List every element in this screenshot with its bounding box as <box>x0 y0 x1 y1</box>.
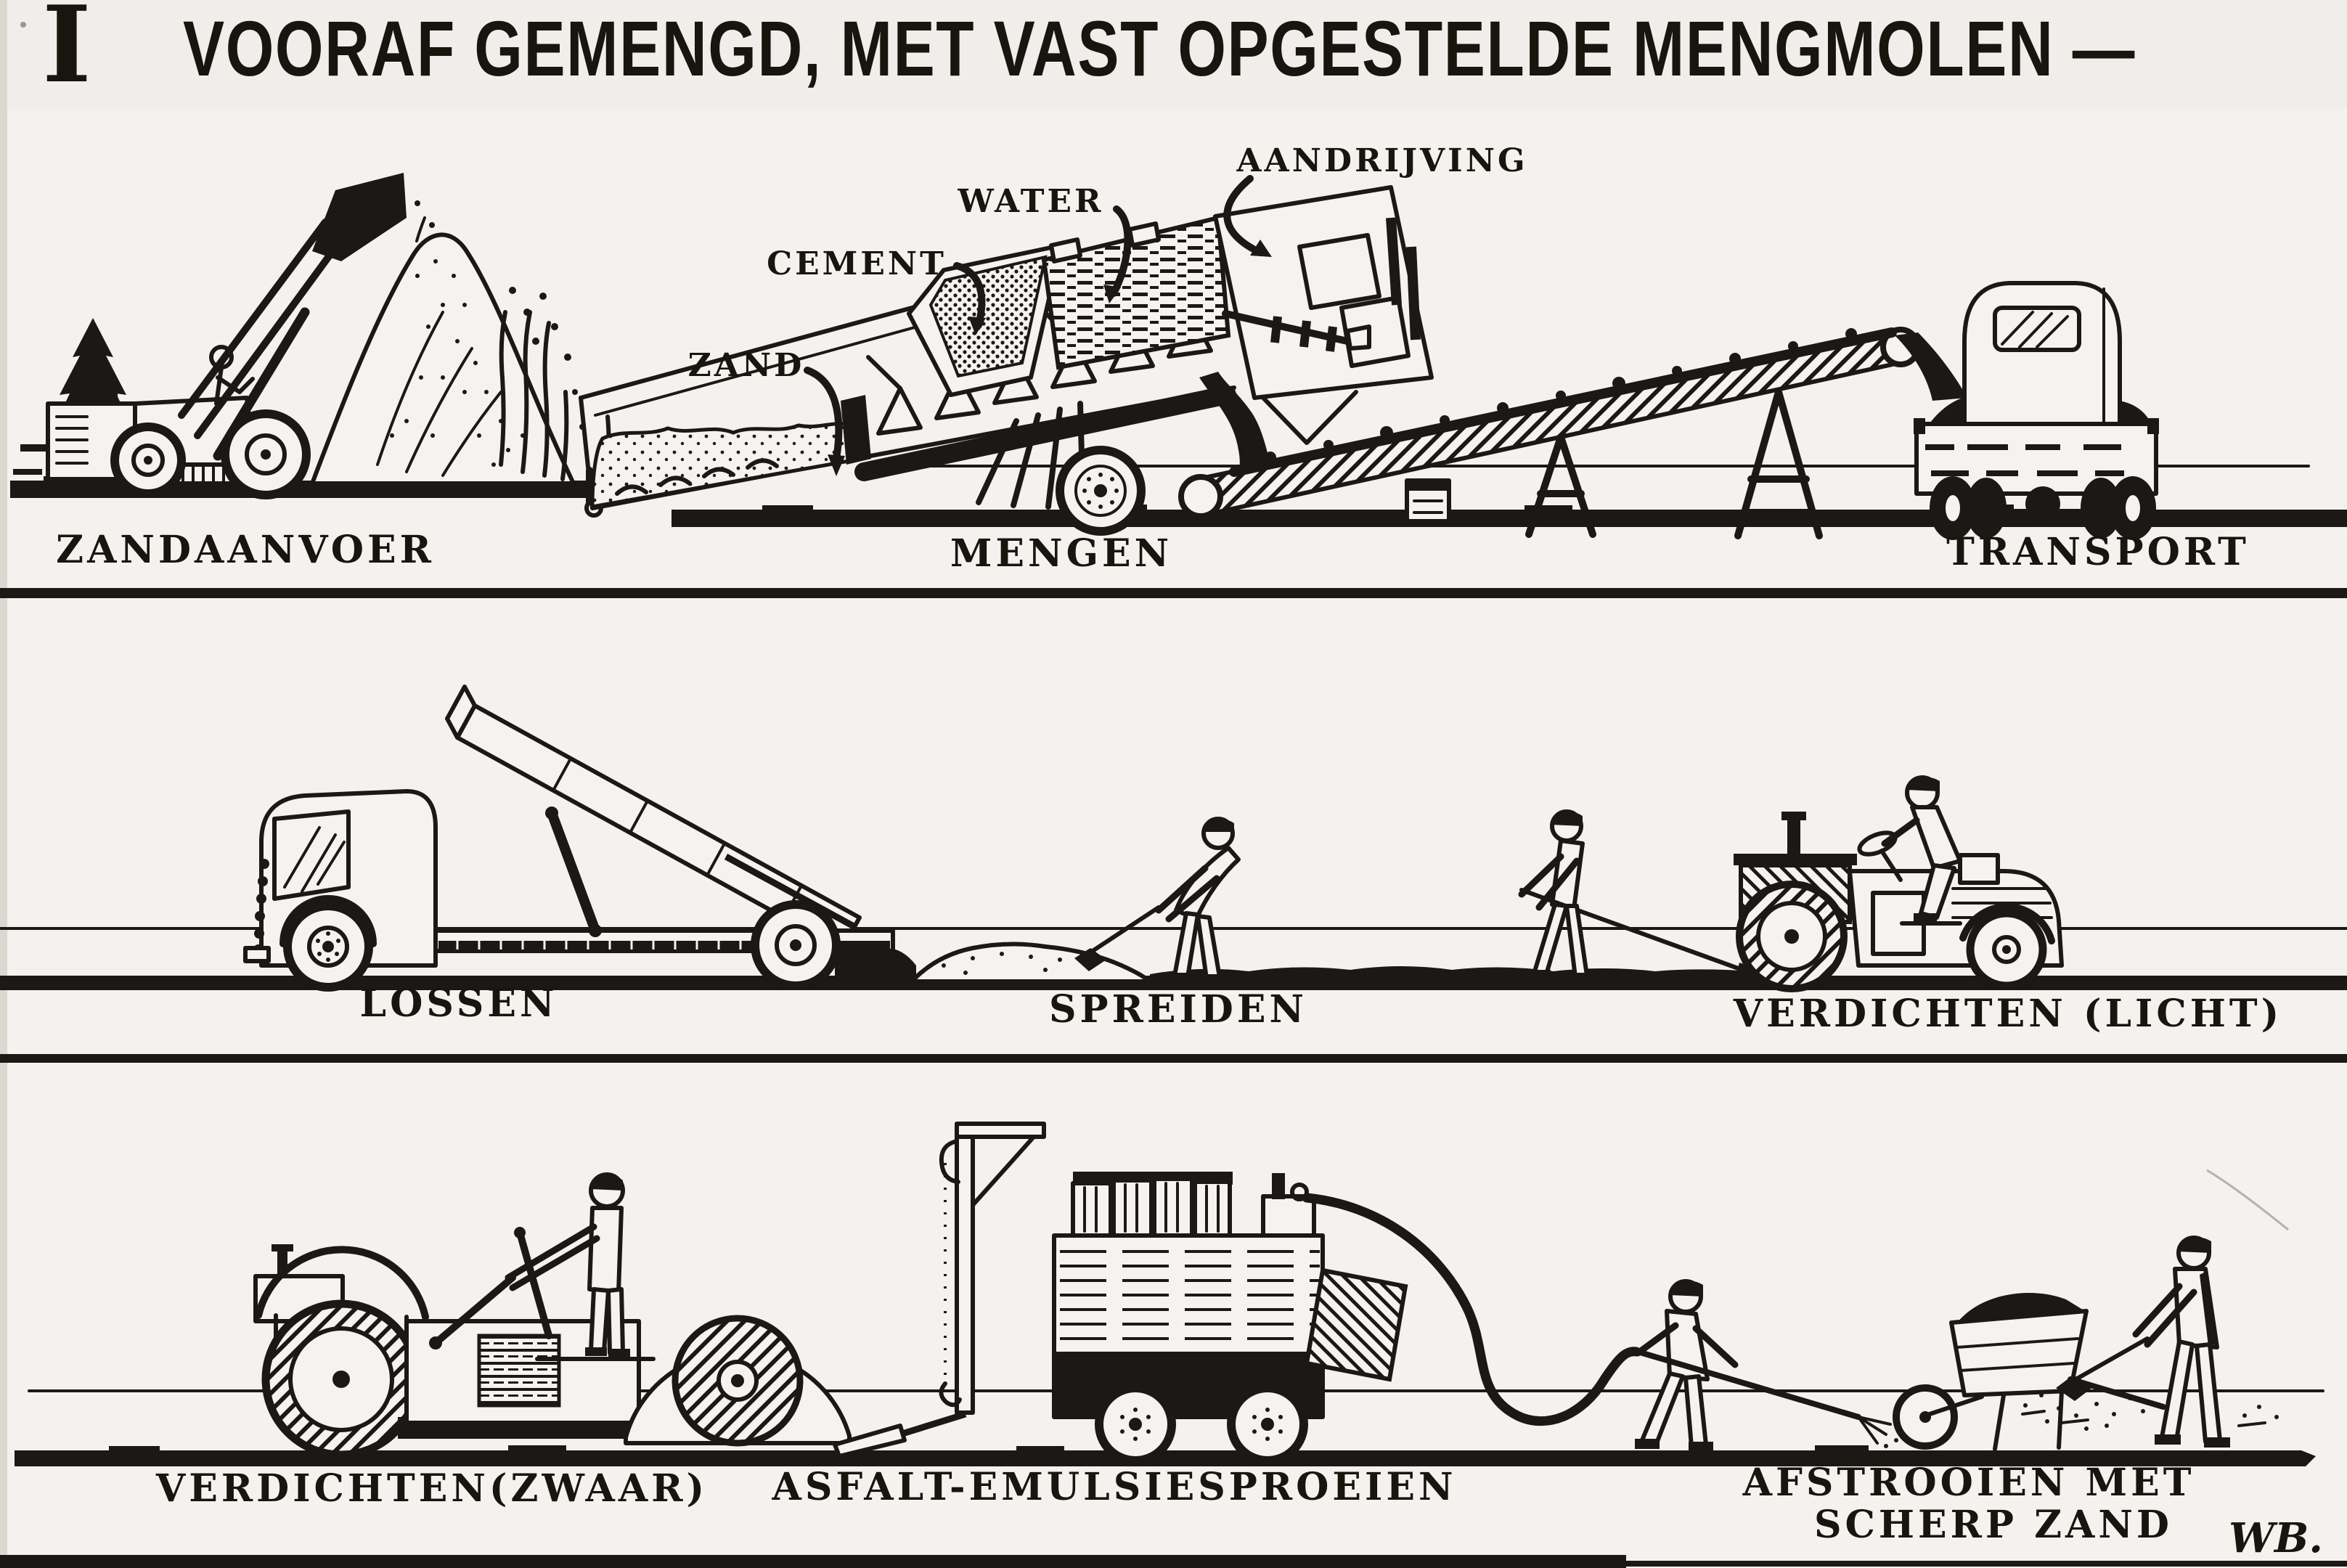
label-afstrooien-line2: SCHERP ZAND <box>1814 1503 2173 1547</box>
shovel-blade <box>1074 948 1106 971</box>
water-tank <box>1041 215 1231 370</box>
roller-driver <box>1857 775 1962 926</box>
label-zandaanvoer: ZANDAANVOER <box>56 528 435 572</box>
cap-icon <box>1906 777 1940 791</box>
callout-cement: CEMENT <box>767 245 947 282</box>
photo-speck <box>20 22 26 28</box>
sand-mound <box>310 232 626 486</box>
callout-water: WATER <box>957 183 1103 220</box>
cap-icon <box>1551 812 1583 826</box>
truck-wheels <box>1930 476 2156 540</box>
sand-load <box>1953 1292 2085 1324</box>
spray-worker <box>1634 1279 1901 1452</box>
scattered-sand <box>2023 1393 2279 1431</box>
lossen-scene <box>243 685 900 992</box>
zandaanvoer-scene <box>46 173 626 499</box>
mast <box>955 1127 975 1415</box>
section-numeral: I <box>42 0 91 107</box>
label-asfalt-emulsiesproeien: ASFALT-EMULSIESPROEIEN <box>771 1465 1456 1509</box>
conveyor-belt <box>1178 327 1921 539</box>
poster-title: VOORAF GEMENGD, MET VAST OPGESTELDE MENG… <box>183 4 2136 92</box>
mixer-wheel <box>1056 446 1146 536</box>
label-mengen: MENGEN <box>950 531 1172 576</box>
radiator-panel <box>1304 1267 1408 1382</box>
roller-light <box>1734 775 2064 992</box>
hair <box>2178 1237 2211 1253</box>
callout-zand: ZAND <box>688 347 805 384</box>
shovel-blade <box>2056 1375 2094 1401</box>
wheel-loader <box>46 173 407 499</box>
spray-hose <box>1302 1193 1641 1426</box>
label-spreiden: SPREIDEN <box>1049 987 1307 1032</box>
label-verdichten-licht: VERDICHTEN (LICHT) <box>1733 992 2282 1036</box>
worker-shoveling <box>1074 817 1241 983</box>
spread-layer <box>1150 966 1768 980</box>
artist-signature: WB. <box>2229 1514 2323 1562</box>
worker-sanding <box>2056 1236 2230 1447</box>
paper-edge-left <box>0 0 7 1568</box>
hair <box>591 1175 623 1191</box>
bushes <box>499 310 611 481</box>
drive-unit <box>1213 185 1434 445</box>
truck-cab <box>1962 281 2122 432</box>
spreiden-workers <box>1074 809 1757 983</box>
label-transport: TRANSPORT <box>1946 530 2250 574</box>
worker-raking <box>1518 809 1757 981</box>
photo-scratch <box>2206 1169 2289 1231</box>
mengmolen-scene <box>579 185 1967 539</box>
discharge-flow <box>1199 372 1278 483</box>
zand-hopper <box>590 422 855 509</box>
spray-lance <box>1635 1349 1861 1420</box>
row-dividers <box>0 588 2347 1568</box>
label-verdichten-zwaar: VERDICHTEN(ZWAAR) <box>155 1466 708 1511</box>
spread-heap <box>910 942 1152 984</box>
cap-icon <box>1670 1281 1703 1297</box>
label-lossen: LOSSEN <box>360 981 558 1026</box>
paper-tone-top <box>0 0 2347 109</box>
callout-arrows <box>804 175 1272 476</box>
label-afstrooien-line1: AFSTROOIEN MET <box>1742 1461 2195 1505</box>
callout-aandrijving: AANDRIJVING <box>1236 142 1527 179</box>
emulsion-sprayer <box>833 1122 1641 1465</box>
standing-driver <box>429 1172 656 1361</box>
afstrooien-scene <box>1893 1236 2279 1451</box>
cap-icon <box>1202 819 1234 832</box>
loader-bucket <box>312 173 407 261</box>
roller-heavy <box>253 1172 852 1459</box>
transport-truck <box>1914 281 2159 540</box>
